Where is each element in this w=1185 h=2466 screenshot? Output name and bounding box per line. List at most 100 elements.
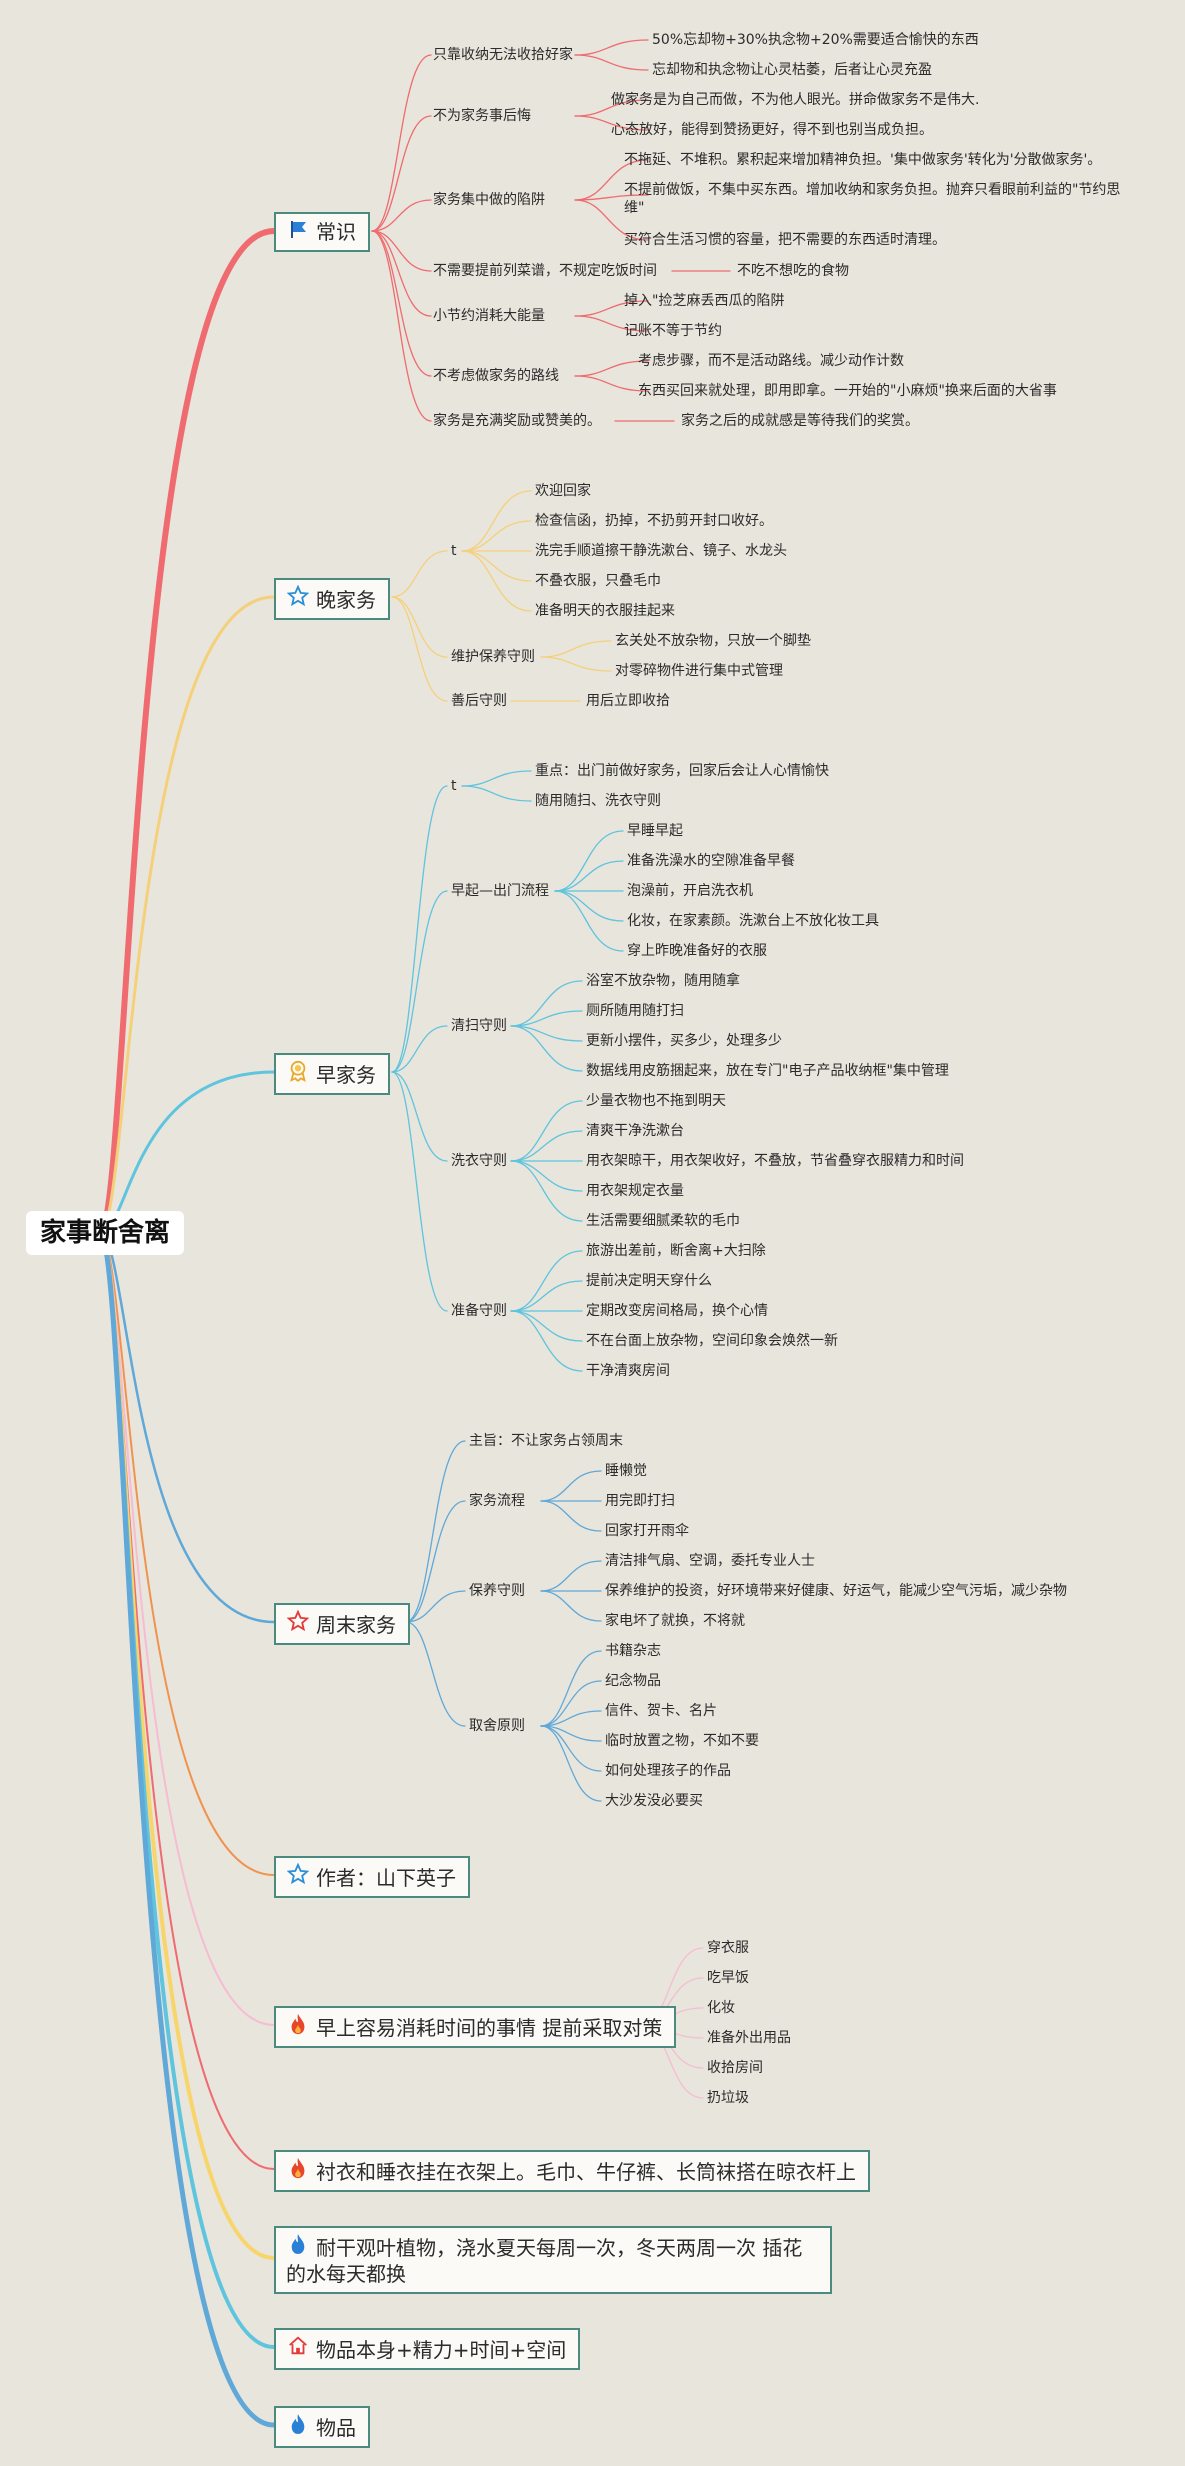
leaf-changshi-s3-1[interactable]: 不拖延、不堆积。累积起来增加精神负担。'集中做家务'转化为'分散做家务'。 bbox=[624, 152, 1102, 168]
link-changshi-s6-0 bbox=[574, 360, 649, 377]
node-changshi-s2[interactable]: 不为家务事后悔 bbox=[433, 108, 531, 124]
leaf-zao-s2-1[interactable]: 早睡早起 bbox=[627, 823, 683, 839]
leaf-changshi-s5-1[interactable]: 掉入"捡芝麻丢西瓜的陷阱 bbox=[624, 293, 785, 309]
leaf-changshi-s6-1[interactable]: 考虑步骤，而不是活动路线。减少动作计数 bbox=[638, 353, 904, 369]
leaf-morning-3[interactable]: 化妆 bbox=[707, 2000, 735, 2016]
leaf-wan-s1-4[interactable]: 不叠衣服，只叠毛巾 bbox=[535, 573, 661, 589]
node-wan-s1[interactable]: t bbox=[451, 543, 457, 559]
leaf-wan-s1-2[interactable]: 检查信函，扔掉，不扔剪开封口收好。 bbox=[535, 513, 773, 529]
node-changshi-s1[interactable]: 只靠收纳无法收拾好家 bbox=[433, 47, 573, 63]
leaf-zhoumo-s3-1[interactable]: 清洁排气扇、空调，委托专业人士 bbox=[605, 1553, 815, 1569]
leaf-zao-s4-1[interactable]: 少量衣物也不拖到明天 bbox=[586, 1093, 726, 1109]
leaf-morning-6[interactable]: 扔垃圾 bbox=[707, 2090, 749, 2106]
link-zao-s5-0 bbox=[510, 1250, 583, 1312]
leaf-zao-s3-2[interactable]: 厕所随用随打扫 bbox=[586, 1003, 684, 1019]
leaf-changshi-s7-1[interactable]: 家务之后的成就感是等待我们的奖赏。 bbox=[681, 413, 919, 429]
node-zao-s1[interactable]: t bbox=[451, 778, 457, 794]
leaf-zhoumo-s4-3[interactable]: 信件、贺卡、名片 bbox=[605, 1703, 717, 1719]
leaf-changshi-s5-2[interactable]: 记账不等于节约 bbox=[624, 323, 722, 339]
leaf-zhoumo-s4-6[interactable]: 大沙发没必要买 bbox=[605, 1793, 703, 1809]
leaf-changshi-s6-2[interactable]: 东西买回来就处理，即用即拿。一开始的"小麻烦"换来后面的大省事 bbox=[638, 383, 1057, 399]
leaf-zao-s2-2[interactable]: 准备洗澡水的空隙准备早餐 bbox=[627, 853, 795, 869]
leaf-wan-s1-3[interactable]: 洗完手顺道擦干静洗漱台、镜子、水龙头 bbox=[535, 543, 787, 559]
leaf-zhoumo-s4-5[interactable]: 如何处理孩子的作品 bbox=[605, 1763, 731, 1779]
branch-label: 耐干观叶植物，浇水夏天每周一次，冬天两周一次 插花的水每天都换 bbox=[286, 2236, 803, 2286]
root-link-wupin bbox=[97, 1230, 277, 2428]
leaf-zao-s5-1[interactable]: 旅游出差前，断舍离+大扫除 bbox=[586, 1243, 766, 1259]
branch-zhoumo[interactable]: 周末家务 bbox=[274, 1603, 410, 1645]
leaf-zhoumo-s4-1[interactable]: 书籍杂志 bbox=[605, 1643, 661, 1659]
leaf-morning-2[interactable]: 吃早饭 bbox=[707, 1970, 749, 1986]
leaf-changshi-s3-3[interactable]: 买符合生活习惯的容量，把不需要的东西适时清理。 bbox=[624, 232, 946, 248]
leaf-zao-s3-3[interactable]: 更新小摆件，买多少，处理多少 bbox=[586, 1033, 782, 1049]
branch-plant[interactable]: 耐干观叶植物，浇水夏天每周一次，冬天两周一次 插花的水每天都换 bbox=[274, 2226, 832, 2294]
leaf-zao-s1-1[interactable]: 重点：出门前做好家务，回家后会让人心情愉快 bbox=[535, 763, 829, 779]
branch-zao[interactable]: 早家务 bbox=[274, 1053, 390, 1095]
leaf-zao-s4-3[interactable]: 用衣架晾干，用衣架收好，不叠放，节省叠穿衣服精力和时间 bbox=[586, 1153, 964, 1169]
branch-changshi[interactable]: 常识 bbox=[274, 212, 370, 252]
leaf-zhoumo-s3-2[interactable]: 保养维护的投资，好环境带来好健康、好运气，能减少空气污垢，减少杂物 bbox=[605, 1583, 1067, 1599]
leaf-zao-s2-4[interactable]: 化妆，在家素颜。洗漱台上不放化妆工具 bbox=[627, 913, 879, 929]
leaf-zao-s4-5[interactable]: 生活需要细腻柔软的毛巾 bbox=[586, 1213, 740, 1229]
branch-items[interactable]: 物品本身+精力+时间+空间 bbox=[274, 2328, 581, 2370]
medal-icon bbox=[286, 1060, 310, 1088]
node-zao-s2[interactable]: 早起—出门流程 bbox=[451, 883, 549, 899]
node-zhoumo-s3[interactable]: 保养守则 bbox=[469, 1583, 525, 1599]
leaf-zao-s5-4[interactable]: 不在台面上放杂物，空间印象会焕然一新 bbox=[586, 1333, 838, 1349]
link-zhoumo-s2-2 bbox=[540, 1500, 602, 1532]
leaf-wan-s1-5[interactable]: 准备明天的衣服挂起来 bbox=[535, 603, 675, 619]
leaf-zao-s5-3[interactable]: 定期改变房间格局，换个心情 bbox=[586, 1303, 768, 1319]
node-changshi-s3[interactable]: 家务集中做的陷阱 bbox=[433, 192, 545, 208]
node-zao-s5[interactable]: 准备守则 bbox=[451, 1303, 507, 1319]
link-wan-s3 bbox=[391, 596, 448, 702]
node-wan-s2[interactable]: 维护保养守则 bbox=[451, 649, 535, 665]
leaf-morning-1[interactable]: 穿衣服 bbox=[707, 1940, 749, 1956]
branch-wan[interactable]: 晚家务 bbox=[274, 578, 390, 620]
leaf-zhoumo-s4-4[interactable]: 临时放置之物，不如不要 bbox=[605, 1733, 759, 1749]
branch-shirt[interactable]: 衬衣和睡衣挂在衣架上。毛巾、牛仔裤、长筒袜搭在晾衣杆上 bbox=[274, 2150, 870, 2192]
leaf-morning-4[interactable]: 准备外出用品 bbox=[707, 2030, 791, 2046]
leaf-wan-s3-1[interactable]: 用后立即收拾 bbox=[586, 693, 670, 709]
leaf-zao-s1-2[interactable]: 随用随扫、洗衣守则 bbox=[535, 793, 661, 809]
leaf-zao-s5-2[interactable]: 提前决定明天穿什么 bbox=[586, 1273, 712, 1289]
leaf-zao-s2-5[interactable]: 穿上昨晚准备好的衣服 bbox=[627, 943, 767, 959]
leaf-zao-s2-3[interactable]: 泡澡前，开启洗衣机 bbox=[627, 883, 753, 899]
leaf-changshi-s2-1[interactable]: 做家务是为自己而做，不为他人眼光。拼命做家务不是伟大. bbox=[611, 92, 980, 108]
leaf-changshi-s3-2[interactable]: 不提前做饭，不集中买东西。增加收纳和家务负担。抛弃只看眼前利益的"节约思维" bbox=[624, 182, 1121, 216]
leaf-wan-s2-1[interactable]: 玄关处不放杂物，只放一个脚垫 bbox=[615, 633, 811, 649]
node-changshi-s4[interactable]: 不需要提前列菜谱，不规定吃饭时间 bbox=[433, 263, 657, 279]
node-zao-s4[interactable]: 洗衣守则 bbox=[451, 1153, 507, 1169]
leaf-zao-s3-4[interactable]: 数据线用皮筋捆起来，放在专门"电子产品收纳框"集中管理 bbox=[586, 1063, 949, 1079]
link-zao-s2-3 bbox=[554, 890, 624, 922]
leaf-zhoumo-s4-2[interactable]: 纪念物品 bbox=[605, 1673, 661, 1689]
leaf-wan-s1-1[interactable]: 欢迎回家 bbox=[535, 483, 591, 499]
leaf-zao-s5-5[interactable]: 干净清爽房间 bbox=[586, 1363, 670, 1379]
node-changshi-s5[interactable]: 小节约消耗大能量 bbox=[433, 308, 545, 324]
node-wan-s3[interactable]: 善后守则 bbox=[451, 693, 507, 709]
leaf-zhoumo-s2-3[interactable]: 回家打开雨伞 bbox=[605, 1523, 689, 1539]
node-zhoumo-s1[interactable]: 主旨：不让家务占领周末 bbox=[469, 1433, 623, 1449]
leaf-changshi-s1-2[interactable]: 忘却物和执念物让心灵枯萎，后者让心灵充盈 bbox=[652, 62, 932, 78]
branch-wupin[interactable]: 物品 bbox=[274, 2406, 370, 2448]
leaf-morning-5[interactable]: 收拾房间 bbox=[707, 2060, 763, 2076]
leaf-zhoumo-s2-2[interactable]: 用完即打扫 bbox=[605, 1493, 675, 1509]
node-zhoumo-s4[interactable]: 取舍原则 bbox=[469, 1718, 525, 1734]
leaf-changshi-s2-2[interactable]: 心态放好，能得到赞扬更好，得不到也别当成负担。 bbox=[611, 122, 933, 138]
link-wan-s2-0 bbox=[540, 640, 612, 658]
node-changshi-s6[interactable]: 不考虑做家务的路线 bbox=[433, 368, 559, 384]
leaf-changshi-s1-1[interactable]: 50%忘却物+30%执念物+20%需要适合愉快的东西 bbox=[652, 32, 979, 48]
root-node[interactable]: 家事断舍离 bbox=[26, 1211, 185, 1255]
link-zao-s3-0 bbox=[510, 980, 583, 1027]
leaf-wan-s2-2[interactable]: 对零碎物件进行集中式管理 bbox=[615, 663, 783, 679]
leaf-zhoumo-s3-3[interactable]: 家电坏了就换，不将就 bbox=[605, 1613, 745, 1629]
branch-author[interactable]: 作者：山下英子 bbox=[274, 1856, 470, 1898]
node-changshi-s7[interactable]: 家务是充满奖励或赞美的。 bbox=[433, 413, 601, 429]
node-zao-s3[interactable]: 清扫守则 bbox=[451, 1018, 507, 1034]
leaf-zao-s4-2[interactable]: 清爽干净洗漱台 bbox=[586, 1123, 684, 1139]
leaf-zhoumo-s2-1[interactable]: 睡懒觉 bbox=[605, 1463, 647, 1479]
leaf-changshi-s4-1[interactable]: 不吃不想吃的食物 bbox=[737, 263, 849, 279]
leaf-zao-s3-1[interactable]: 浴室不放杂物，随用随拿 bbox=[586, 973, 740, 989]
node-zhoumo-s2[interactable]: 家务流程 bbox=[469, 1493, 525, 1509]
branch-morning[interactable]: 早上容易消耗时间的事情 提前采取对策 bbox=[274, 2006, 677, 2048]
leaf-zao-s4-4[interactable]: 用衣架规定衣量 bbox=[586, 1183, 684, 1199]
